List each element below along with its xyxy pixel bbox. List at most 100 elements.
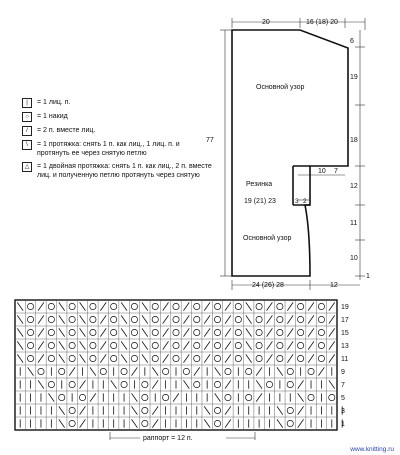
row-number: 1 (341, 421, 345, 428)
dim-10: 10 (350, 255, 358, 262)
yarn-over-symbol (266, 381, 273, 388)
k2tog-symbol (307, 341, 315, 350)
yarn-over-symbol (317, 316, 325, 323)
yarn-over-symbol (214, 316, 222, 323)
k2tog-symbol (151, 380, 159, 389)
row-number: 5 (341, 395, 345, 402)
ssk-symbol (245, 328, 252, 337)
k2tog-symbol (203, 341, 211, 350)
yarn-over-symbol (27, 342, 35, 349)
yarn-over-symbol (141, 381, 149, 388)
yarn-over-symbol (27, 329, 35, 336)
site-credit: www.knitting.ru (350, 446, 394, 453)
yarn-over-symbol (276, 316, 284, 323)
k2tog-symbol (68, 367, 76, 376)
ssk-symbol (16, 302, 24, 311)
yarn-over-symbol (276, 329, 284, 336)
dim-12: 12 (350, 183, 358, 190)
ssk-symbol (276, 367, 284, 376)
dim-18: 18 (350, 137, 358, 144)
k2tog-symbol (162, 354, 169, 363)
k2tog-symbol (183, 315, 190, 324)
ssk-symbol (141, 354, 149, 363)
ssk-symbol (58, 341, 65, 350)
garment-schematic: 20 16 (18) 20 6 19 18 12 11 10 1 77 10 7… (206, 18, 370, 290)
yarn-over-symbol (297, 355, 305, 362)
yarn-over-symbol (286, 407, 294, 414)
ssk-symbol (245, 302, 252, 311)
k2tog-symbol (131, 367, 138, 376)
yarn-over-symbol (172, 342, 180, 349)
ssk-symbol (16, 315, 24, 324)
k2tog-symbol (266, 328, 273, 337)
k2tog-symbol (297, 419, 304, 428)
k2tog-symbol (224, 315, 232, 324)
yarn-over-symbol (255, 342, 263, 349)
yarn-over-symbol (172, 316, 180, 323)
k2tog-symbol (162, 328, 169, 337)
ssk-symbol (245, 315, 252, 324)
yarn-over-symbol (193, 329, 201, 336)
yarn-over-symbol (214, 303, 222, 310)
legend-row-ssk: \ = 1 протяжка: снять 1 п. как лиц., 1 л… (22, 140, 212, 158)
yarn-over-symbol (193, 381, 201, 388)
yarn-over-symbol (99, 368, 107, 375)
yarn-over-symbol (234, 329, 242, 336)
row-number: 19 (341, 304, 349, 311)
yarn-over-symbol (162, 394, 170, 401)
k2tog-symbol (100, 302, 107, 311)
ssk-symbol (151, 367, 159, 376)
symbol-legend: | = 1 лиц. п. ○ = 1 накид / = 2 п. вмест… (22, 98, 212, 184)
yarn-over-symbol (110, 316, 118, 323)
yarn-over-symbol (297, 342, 305, 349)
k2tog-symbol (100, 354, 107, 363)
yarn-over-symbol (27, 355, 35, 362)
k2tog-symbol (328, 315, 336, 324)
k2tog-symbol (297, 406, 304, 415)
ssk-symbol (131, 393, 138, 402)
ssk-symbol (110, 380, 117, 389)
main-pattern-top-label: Основной узор (256, 83, 305, 91)
row-number: 11 (341, 356, 348, 363)
k2tog-symbol (162, 341, 169, 350)
k2tog-symbol (37, 354, 45, 363)
yarn-over-symbol (47, 381, 55, 388)
yarn-over-symbol (214, 407, 222, 414)
k2tog-symbol (224, 419, 232, 428)
k2tog-symbol (307, 328, 315, 337)
yarn-over-symbol (276, 342, 284, 349)
vertical-bar-icon: | (22, 98, 32, 108)
yarn-over-symbol (151, 342, 159, 349)
ssk-symbol (58, 328, 65, 337)
k2tog-symbol (287, 302, 294, 311)
yarn-over-symbol (286, 381, 294, 388)
k2tog-symbol (183, 354, 190, 363)
k2tog-symbol (172, 393, 180, 402)
k2tog-symbol (287, 341, 294, 350)
k2tog-symbol (151, 406, 159, 415)
ssk-symbol (141, 315, 149, 324)
k2tog-symbol (37, 315, 45, 324)
ssk-symbol (79, 328, 86, 337)
yarn-over-symbol (130, 303, 138, 310)
yarn-over-symbol (110, 303, 118, 310)
yarn-over-symbol (307, 368, 315, 375)
ssk-symbol (37, 380, 45, 389)
yarn-over-symbol (37, 368, 45, 375)
yarn-over-symbol (234, 316, 242, 323)
row-number: 15 (341, 330, 349, 337)
k2tog-symbol (162, 302, 169, 311)
yarn-over-symbol (328, 394, 336, 401)
ssk-symbol (79, 302, 86, 311)
yarn-over-symbol (245, 368, 253, 375)
yarn-over-symbol (255, 303, 263, 310)
yarn-over-symbol (151, 303, 159, 310)
yarn-over-symbol (182, 368, 190, 375)
k2tog-symbol (224, 328, 232, 337)
yarn-over-symbol (255, 329, 263, 336)
k2tog-symbol (183, 341, 190, 350)
bottom-width-label: 24 (26) 28 (252, 282, 284, 289)
yarn-over-symbol (224, 394, 232, 401)
row-number: 9 (341, 369, 345, 376)
